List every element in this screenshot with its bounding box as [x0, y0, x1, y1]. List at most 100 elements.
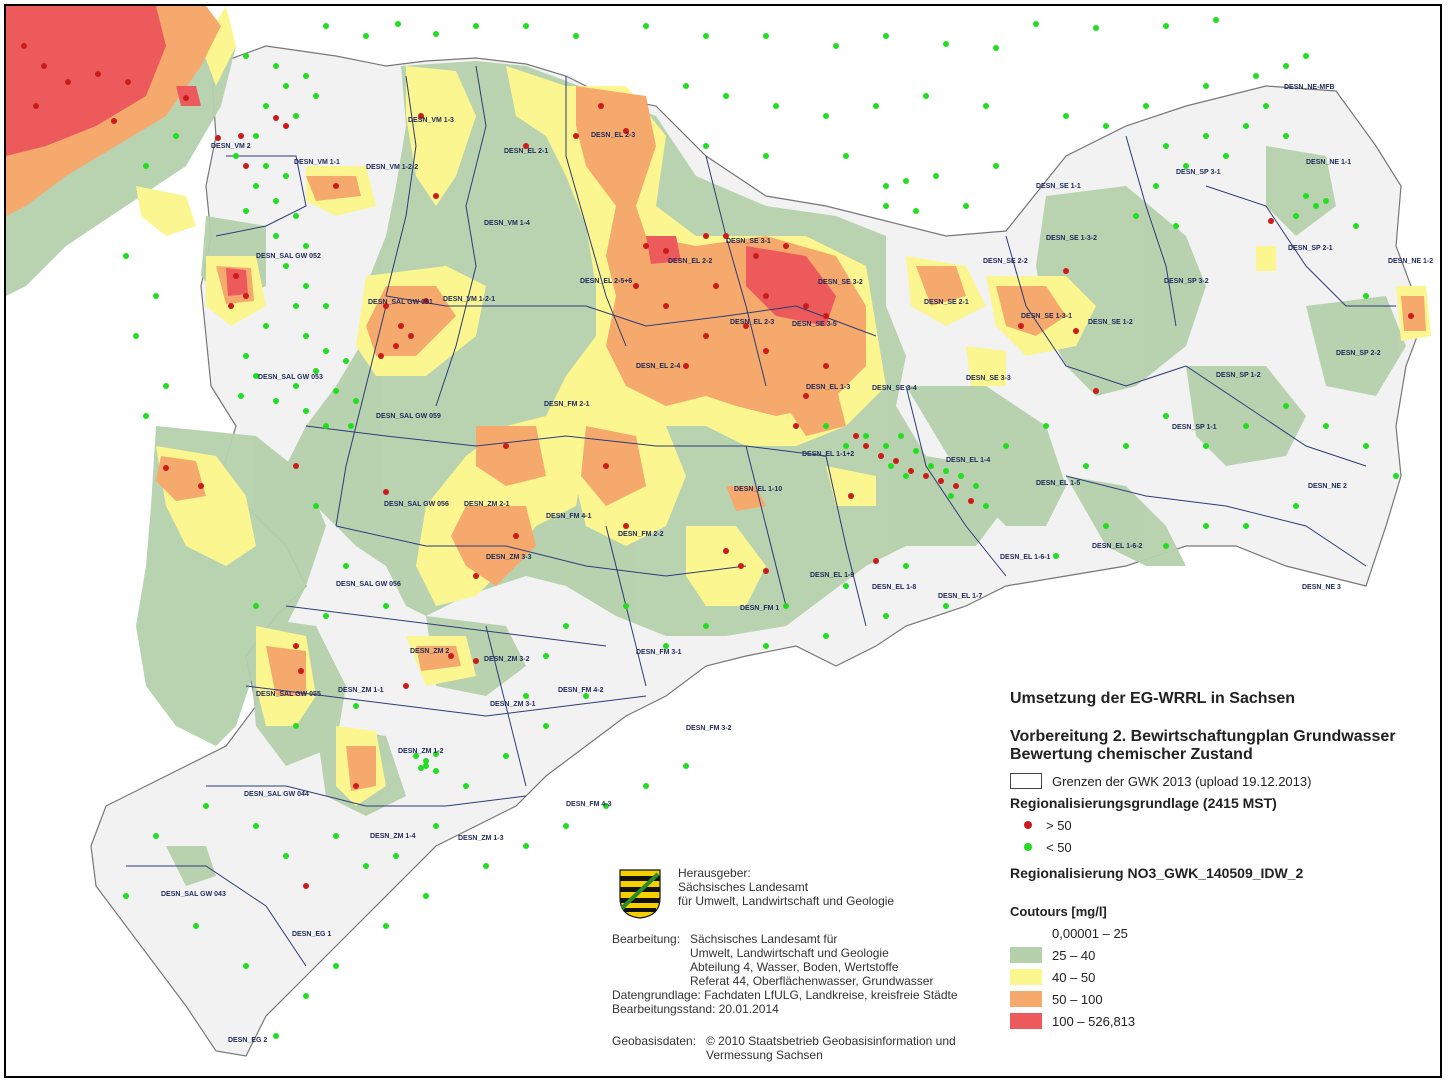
gwk-label: DESN_EL 1-9: [810, 572, 854, 579]
gwk-label: DESN_EL 1-4: [946, 457, 990, 464]
legend-class-label: 25 – 40: [1052, 947, 1096, 963]
gwk-label: DESN_EL 1-6-2: [1092, 543, 1143, 550]
gwk-label: DESN_SAL GW 043: [161, 891, 226, 898]
legend-class-label: 50 – 100: [1052, 991, 1103, 1007]
legend-class-label: 100 – 526,813: [1052, 1013, 1136, 1029]
gwk-label: DESN_SP 1-2: [1216, 372, 1261, 379]
geobasis-line-2: Vermessung Sachsen: [706, 1048, 823, 1062]
gwk-label: DESN_SE 2-2: [983, 258, 1028, 265]
gwk-label: DESN_EG 1: [292, 931, 331, 938]
edit-date: Bearbeitungsstand: 20.01.2014: [612, 1002, 779, 1016]
gwk-label: DESN_SE 1-2: [1088, 319, 1133, 326]
gwk-label: DESN_FM 4-1: [546, 513, 592, 520]
gwk-label: DESN_SAL GW 051: [368, 299, 433, 306]
gwk-label: DESN_SE 3-3: [966, 375, 1011, 382]
legend-contours-heading: Coutours [mg/l]: [1010, 903, 1107, 919]
point-high-label: > 50: [1046, 817, 1072, 833]
legend-class-swatch: [1010, 947, 1042, 963]
contour-100-plus: [6, 6, 836, 326]
points-high: [21, 43, 1414, 889]
gwk-label: DESN_EL 1-10: [734, 486, 782, 493]
gwk-label: DESN_EL 2-2: [668, 258, 712, 265]
gwk-label: DESN_ZM 3-3: [486, 554, 532, 561]
gwk-label: DESN_VM 1-3: [408, 117, 454, 124]
legend-title: Umsetzung der EG-WRRL in Sachsen: [1010, 690, 1296, 707]
gwk-label: DESN_SE 1-3-2: [1046, 235, 1097, 242]
gwk-label: DESN_NE 2: [1308, 483, 1347, 490]
legend-class-row: 0,00001 – 25: [1010, 922, 1440, 944]
gwk-label: DESN_EL 1-8: [872, 584, 916, 591]
legend-subtitle-2: Bewertung chemischer Zustand: [1010, 746, 1253, 763]
gwk-label: DESN_ZM 1-3: [458, 835, 504, 842]
gwk-label: DESN_SAL GW 056: [384, 501, 449, 508]
gwk-label: DESN_FM 2-2: [618, 531, 664, 538]
gwk-label: DESN_SAL GW 052: [256, 253, 321, 260]
gwk-label: DESN_VM 1-2-2: [366, 164, 418, 171]
gwk-label: DESN_EL 2-1: [504, 148, 548, 155]
gwk-label: DESN_EL 1-1+2: [802, 451, 854, 458]
gwk-label: DESN_SAL GW 055: [256, 691, 321, 698]
gwk-label: DESN_EL 1-3: [806, 384, 850, 391]
gwk-label: DESN_SP 3-2: [1164, 278, 1209, 285]
publisher-line-2: für Umwelt, Landwirtschaft und Geologie: [678, 894, 895, 908]
saxony-coat-of-arms: [618, 868, 662, 920]
gwk-label: DESN_EL 2-3: [730, 319, 774, 326]
legend-class-swatch: [1010, 925, 1042, 941]
editing-label: Bearbeitung:: [612, 932, 681, 946]
gwk-label: DESN_EL 2-5+6: [580, 278, 632, 285]
gwk-label: DESN_NE 3: [1302, 584, 1341, 591]
gwk-border-swatch: [1010, 773, 1042, 789]
gwk-label: DESN_ZM 3-1: [490, 701, 536, 708]
editing-line-3: Abteilung 4, Wasser, Boden, Wertstoffe: [690, 960, 899, 974]
gwk-label: DESN_SAL GW 053: [258, 374, 323, 381]
gwk-label: DESN_NE 1-1: [1306, 159, 1351, 166]
gwk-label: DESN_SE 3-5: [792, 321, 837, 328]
gwk-label: DESN_SE 2-1: [924, 299, 969, 306]
gwk-label: DESN_ZM 2: [410, 648, 449, 655]
gwk-label: DESN_SE 1-1: [1036, 183, 1081, 190]
gwk-label: DESN_VM 1-4: [484, 220, 530, 227]
point-low-label: < 50: [1046, 839, 1072, 855]
publisher-label: Herausgeber:: [678, 866, 751, 880]
data-basis: Datengrundlage: Fachdaten LfULG, Landkre…: [612, 988, 958, 1002]
gwk-label: DESN_SE 3-4: [872, 385, 917, 392]
gwk-label: DESN_ZM 1-1: [338, 687, 384, 694]
gwk-border-label: Grenzen der GWK 2013 (upload 19.12.2013): [1052, 773, 1312, 789]
geobasis-label: Geobasisdaten:: [612, 1034, 697, 1048]
green-dot-icon: [1024, 843, 1032, 851]
gwk-label: DESN_EL 2-4: [636, 363, 680, 370]
gwk-label: DESN_FM 2-1: [544, 401, 590, 408]
gwk-label: DESN_ZM 1-2: [398, 748, 444, 755]
gwk-label: DESN_SE 3-1: [726, 238, 771, 245]
map-legend: Umsetzung der EG-WRRL in Sachsen Vorbere…: [1010, 690, 1440, 1032]
legend-point-low: < 50: [1010, 836, 1440, 858]
gwk-label: DESN_SP 3-1: [1176, 169, 1221, 176]
gwk-label: DESN_SE 1-3-1: [1021, 313, 1072, 320]
gwk-label: DESN_EL 1-6-1: [1000, 554, 1051, 561]
gwk-label: DESN_SP 1-1: [1172, 424, 1217, 431]
gwk-label: DESN_FM 4-2: [558, 687, 604, 694]
legend-class-label: 40 – 50: [1052, 969, 1096, 985]
gwk-label: DESN_VM 2: [211, 143, 251, 150]
gwk-label: DESN_SE 3-2: [818, 279, 863, 286]
legend-class-swatch: [1010, 1013, 1042, 1029]
publisher-line-1: Sächsisches Landesamt: [678, 880, 809, 894]
gwk-label: DESN_EL 1-5: [1036, 480, 1080, 487]
gwk-label: DESN_NE 1-2: [1388, 258, 1433, 265]
legend-class-row: 25 – 40: [1010, 944, 1440, 966]
red-dot-icon: [1024, 821, 1032, 829]
legend-class-row: 50 – 100: [1010, 988, 1440, 1010]
legend-subtitle-1: Vorbereitung 2. Bewirtschaftungplan Grun…: [1010, 728, 1396, 745]
legend-basis-heading: Regionalisierungsgrundlage (2415 MST): [1010, 795, 1277, 811]
editing-line-1: Sächsisches Landesamt für: [690, 932, 838, 946]
gwk-label: DESN_EL 2-3: [591, 132, 635, 139]
gwk-label: DESN_VM 1-2-1: [443, 296, 495, 303]
legend-point-high: > 50: [1010, 814, 1440, 836]
gwk-label: DESN_SAL GW 056: [336, 581, 401, 588]
gwk-label: DESN_SP 2-1: [1288, 245, 1333, 252]
legend-gwk-border: Grenzen der GWK 2013 (upload 19.12.2013): [1010, 770, 1440, 792]
gwk-label: DESN_FM 1: [740, 605, 779, 612]
gwk-label: DESN_ZM 2-1: [464, 501, 510, 508]
